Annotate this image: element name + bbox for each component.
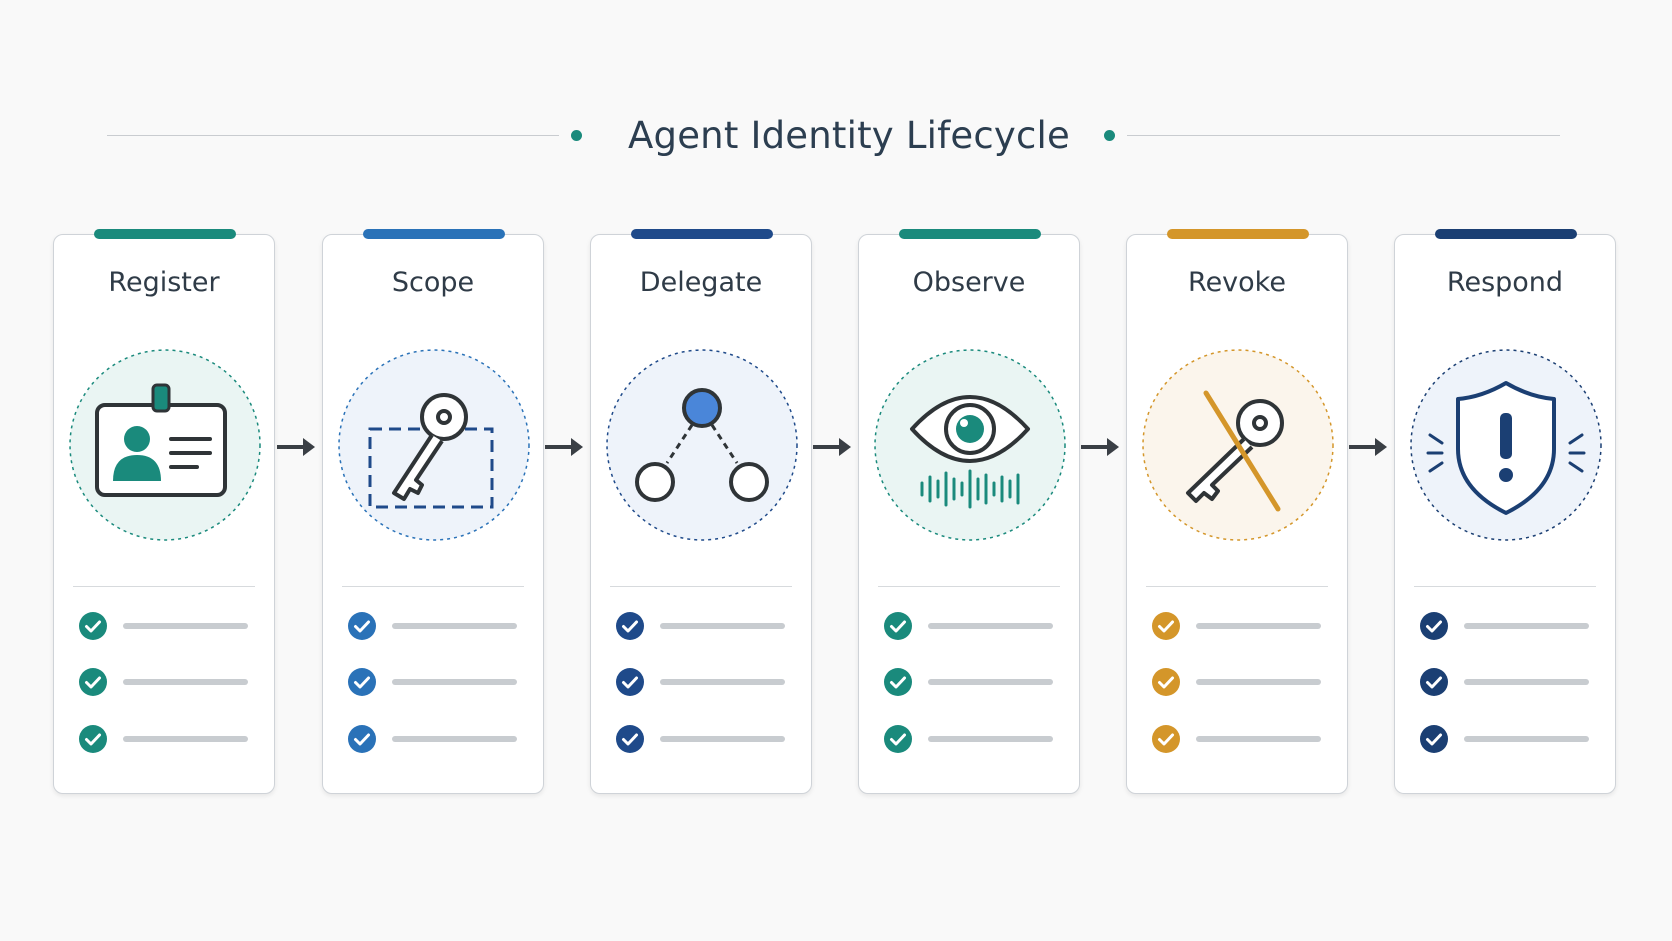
- stage-accent-bar: [1167, 229, 1309, 239]
- stage-card-register: Register: [53, 229, 275, 794]
- stage-accent-bar: [899, 229, 1041, 239]
- placeholder-line: [392, 679, 517, 685]
- checklist-item: [78, 724, 258, 754]
- placeholder-line: [123, 736, 248, 742]
- placeholder-line: [1196, 623, 1321, 629]
- stage-accent-bar: [94, 229, 236, 239]
- page-title: Agent Identity Lifecycle: [628, 114, 1070, 157]
- placeholder-line: [392, 736, 517, 742]
- checklist-item: [615, 667, 795, 697]
- stage-title: Scope: [391, 267, 475, 298]
- check-circle-icon: [884, 612, 912, 640]
- placeholder-line: [928, 623, 1053, 629]
- placeholder-line: [123, 679, 248, 685]
- stage-accent-bar: [1435, 229, 1577, 239]
- stage-title: Register: [108, 267, 220, 298]
- stage-title: Respond: [1446, 267, 1564, 298]
- flow-arrow-icon: [1081, 438, 1119, 456]
- check-circle-icon: [884, 668, 912, 696]
- checklist-item: [347, 667, 527, 697]
- card-divider: [342, 586, 524, 587]
- stage-card-observe: Observe: [858, 229, 1080, 794]
- stage-accent-bar: [363, 229, 505, 239]
- check-circle-icon: [1420, 725, 1448, 753]
- placeholder-line: [1464, 736, 1589, 742]
- checklist-item: [883, 611, 1063, 641]
- check-circle-icon: [616, 668, 644, 696]
- title-line-right: [1127, 135, 1560, 136]
- eye-monitor-icon: [870, 345, 1070, 545]
- key-scope-icon: [334, 345, 534, 545]
- placeholder-line: [392, 623, 517, 629]
- checklist-item: [78, 611, 258, 641]
- checklist-item: [78, 667, 258, 697]
- check-circle-icon: [79, 612, 107, 640]
- card-divider: [1414, 586, 1596, 587]
- check-circle-icon: [348, 668, 376, 696]
- checklist-item: [1419, 611, 1599, 641]
- checklist-item: [883, 667, 1063, 697]
- stage-card-respond: Respond: [1394, 229, 1616, 794]
- id-badge-icon: [65, 345, 265, 545]
- title-dot-right: [1104, 130, 1115, 141]
- placeholder-line: [123, 623, 248, 629]
- delegation-tree-icon: [602, 345, 802, 545]
- checklist-item: [347, 611, 527, 641]
- flow-arrow-icon: [1349, 438, 1387, 456]
- card-divider: [610, 586, 792, 587]
- checklist-item: [1419, 724, 1599, 754]
- stage-accent-bar: [631, 229, 773, 239]
- check-circle-icon: [616, 612, 644, 640]
- stage-card-revoke: Revoke: [1126, 229, 1348, 794]
- placeholder-line: [928, 736, 1053, 742]
- checklist-item: [1151, 724, 1331, 754]
- placeholder-line: [1196, 736, 1321, 742]
- stage-title: Revoke: [1188, 267, 1286, 298]
- stage-card-scope: Scope: [322, 229, 544, 794]
- check-circle-icon: [79, 668, 107, 696]
- checklist-item: [1419, 667, 1599, 697]
- check-circle-icon: [884, 725, 912, 753]
- checklist-item: [347, 724, 527, 754]
- placeholder-line: [660, 679, 785, 685]
- check-circle-icon: [1152, 668, 1180, 696]
- check-circle-icon: [616, 725, 644, 753]
- check-circle-icon: [79, 725, 107, 753]
- revoked-key-icon: [1138, 345, 1338, 545]
- placeholder-line: [660, 623, 785, 629]
- placeholder-line: [928, 679, 1053, 685]
- checklist-item: [883, 724, 1063, 754]
- card-divider: [73, 586, 255, 587]
- shield-alert-icon: [1406, 345, 1606, 545]
- flow-arrow-icon: [545, 438, 583, 456]
- stage-title: Observe: [912, 267, 1026, 298]
- check-circle-icon: [348, 612, 376, 640]
- flow-arrow-icon: [813, 438, 851, 456]
- placeholder-line: [1464, 679, 1589, 685]
- flow-arrow-icon: [277, 438, 315, 456]
- check-circle-icon: [1420, 668, 1448, 696]
- check-circle-icon: [1152, 725, 1180, 753]
- card-divider: [1146, 586, 1328, 587]
- checklist-item: [615, 724, 795, 754]
- placeholder-line: [1464, 623, 1589, 629]
- placeholder-line: [660, 736, 785, 742]
- checklist-item: [615, 611, 795, 641]
- check-circle-icon: [1152, 612, 1180, 640]
- checklist-item: [1151, 611, 1331, 641]
- check-circle-icon: [1420, 612, 1448, 640]
- placeholder-line: [1196, 679, 1321, 685]
- check-circle-icon: [348, 725, 376, 753]
- stage-card-delegate: Delegate: [590, 229, 812, 794]
- title-row: Agent Identity Lifecycle: [0, 108, 1672, 164]
- title-line-left: [107, 135, 559, 136]
- card-divider: [878, 586, 1060, 587]
- stage-title: Delegate: [639, 267, 763, 298]
- checklist-item: [1151, 667, 1331, 697]
- title-dot-left: [571, 130, 582, 141]
